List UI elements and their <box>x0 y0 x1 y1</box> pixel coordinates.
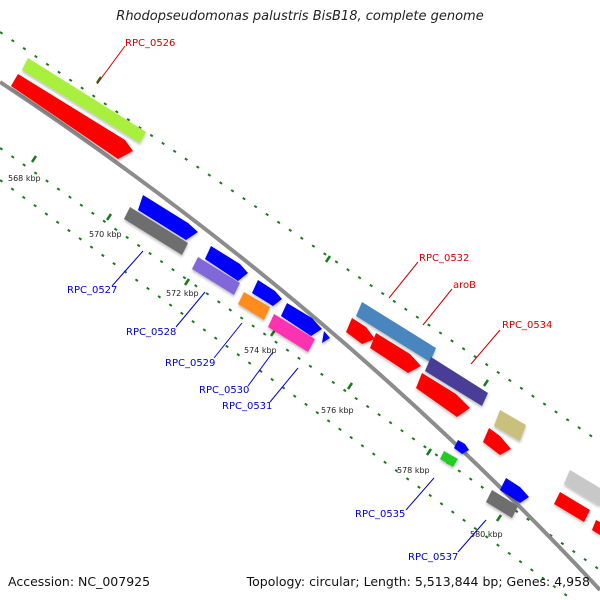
major-tick <box>269 329 277 337</box>
kbp-label-572: 572 kbp <box>166 289 199 298</box>
major-tick <box>482 379 490 387</box>
major-tick <box>324 255 332 263</box>
gene-arob-darkpurple[interactable] <box>425 357 488 406</box>
callout-rpc-0537 <box>457 519 487 553</box>
gene-rpc-0534-cds[interactable] <box>416 373 470 417</box>
gene-rpc-0528-purple[interactable] <box>192 257 240 295</box>
major-tick <box>183 278 191 286</box>
tick-ring-middle <box>0 147 600 571</box>
callout-rpc-0532 <box>388 261 419 299</box>
gene-rpc-0526-cds[interactable] <box>11 74 133 159</box>
gene-edge-cds-2[interactable] <box>592 520 600 535</box>
gene-features <box>11 58 600 535</box>
kbp-labels: 568 kbp 570 kbp 572 kbp 574 kbp 576 kbp … <box>8 174 503 539</box>
kbp-label-574: 574 kbp <box>244 346 277 355</box>
gene-rpc-0530-cds[interactable] <box>281 303 322 336</box>
callout-arob <box>422 288 453 326</box>
callout-rpc-0534 <box>470 329 501 365</box>
label-rpc-0528[interactable]: RPC_0528 <box>126 327 176 338</box>
gene-rpc-0535-green[interactable] <box>440 451 458 467</box>
kbp-label-568: 568 kbp <box>8 174 41 183</box>
gene-rpc-0537-cds[interactable] <box>500 478 529 503</box>
gene-rpc-0529-orange[interactable] <box>238 292 270 320</box>
callout-rpc-0527 <box>111 250 144 287</box>
label-arob[interactable]: aroB <box>453 280 476 291</box>
kbp-label-578: 578 kbp <box>397 466 430 475</box>
callout-rpc-0531 <box>269 367 299 403</box>
map-title: Rhodopseudomonas palustris BisB18, compl… <box>116 9 484 24</box>
major-tick <box>495 514 503 522</box>
gene-edge-lightgrey[interactable] <box>564 470 600 506</box>
label-rpc-0535[interactable]: RPC_0535 <box>355 509 405 520</box>
label-rpc-0527[interactable]: RPC_0527 <box>67 285 117 296</box>
accession-text: Accession: NC_007925 <box>8 574 151 589</box>
major-tick <box>346 382 354 390</box>
gene-rpc-0527-cds[interactable] <box>138 195 198 240</box>
gene-arob-cds[interactable] <box>370 333 421 373</box>
genome-backbone <box>0 80 600 592</box>
gene-rpc-0528-cds[interactable] <box>205 246 248 281</box>
kbp-label-580: 580 kbp <box>470 530 503 539</box>
callout-rpc-0530 <box>247 351 274 387</box>
kbp-label-570: 570 kbp <box>89 230 122 239</box>
major-tick <box>105 213 113 221</box>
callout-rpc-0535 <box>405 477 435 511</box>
gene-rpc-0532-cds[interactable] <box>346 318 375 344</box>
major-tick <box>95 76 103 84</box>
gene-rpc-0526-lime[interactable] <box>22 58 146 143</box>
major-tick <box>30 155 38 163</box>
gene-edge-cds[interactable] <box>554 492 590 522</box>
label-rpc-0529[interactable]: RPC_0529 <box>165 358 215 369</box>
gene-rpc-0529-cds[interactable] <box>252 280 282 306</box>
gene-rpc-0534-khaki[interactable] <box>494 410 526 441</box>
callout-rpc-0526 <box>96 45 126 85</box>
gene-rpc-0535-cds[interactable] <box>483 428 511 455</box>
tick-rings <box>0 31 600 600</box>
gene-rpc-0532-steelblue[interactable] <box>356 302 436 362</box>
label-rpc-0532[interactable]: RPC_0532 <box>419 253 469 264</box>
callout-rpc-0528 <box>175 291 206 328</box>
callout-rpc-0529 <box>213 322 243 359</box>
gene-labels: RPC_0526 RPC_0527 RPC_0528 RPC_0529 RPC_… <box>67 38 552 563</box>
gene-rpc-0530-small[interactable] <box>322 331 330 343</box>
major-ticks <box>30 76 503 522</box>
callout-lines <box>96 45 501 553</box>
gene-rpc-0537-grey[interactable] <box>486 490 518 518</box>
kbp-label-576: 576 kbp <box>321 406 354 415</box>
gene-rpc-0527-grey[interactable] <box>124 207 188 255</box>
tick-ring-inner <box>0 179 575 600</box>
gene-rpc-0535-blue[interactable] <box>454 440 469 454</box>
label-rpc-0526[interactable]: RPC_0526 <box>125 38 175 49</box>
label-rpc-0530[interactable]: RPC_0530 <box>199 385 249 396</box>
gene-rpc-0531-magenta[interactable] <box>268 314 315 352</box>
label-rpc-0534[interactable]: RPC_0534 <box>502 320 552 331</box>
label-rpc-0537[interactable]: RPC_0537 <box>408 552 458 563</box>
label-rpc-0531[interactable]: RPC_0531 <box>222 401 272 412</box>
major-tick <box>425 448 433 456</box>
genome-stats-text: Topology: circular; Length: 5,513,844 bp… <box>246 574 590 589</box>
